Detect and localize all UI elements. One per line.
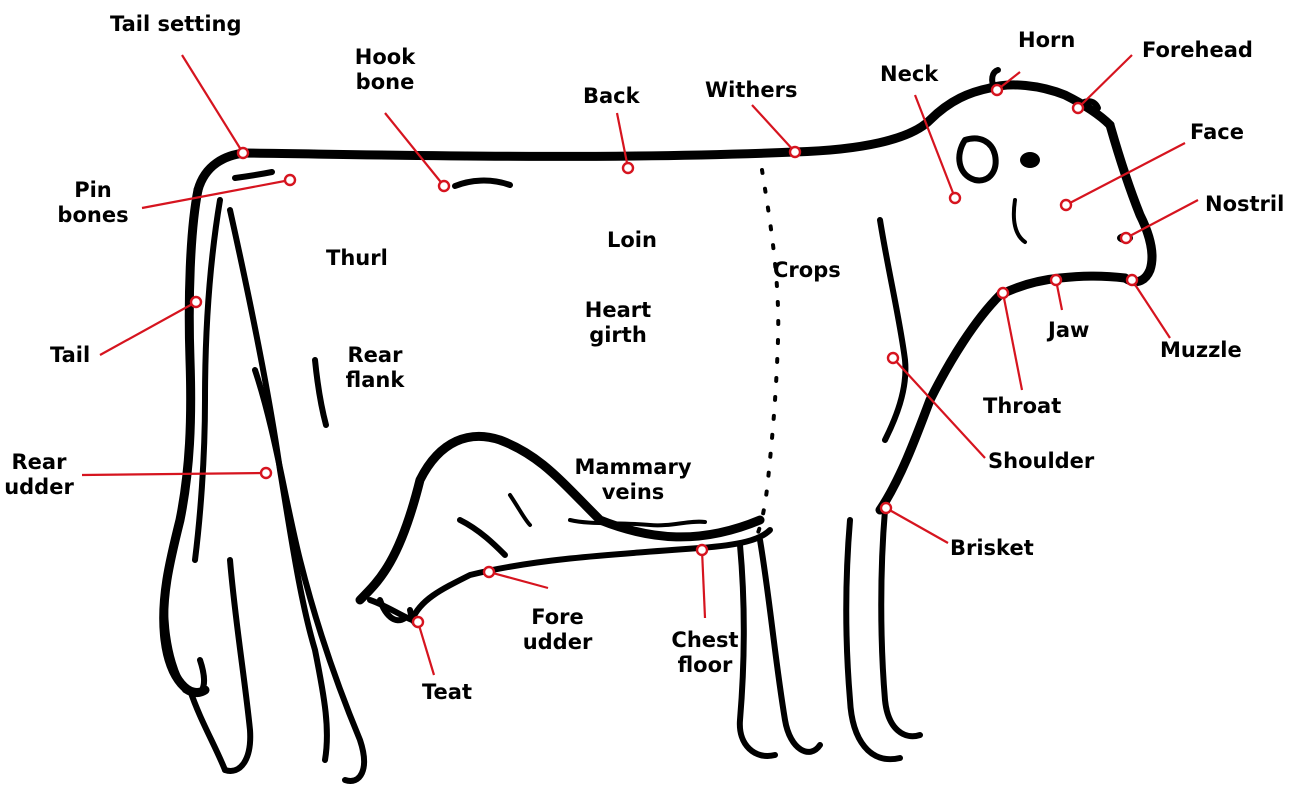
label-face: Face [1190,120,1244,145]
cow-outline [164,70,1152,781]
label-rear-udder-line2: udder [0,475,78,500]
throat-marker [998,288,1008,298]
label-muzzle: Muzzle [1160,338,1242,363]
label-loin: Loin [607,228,657,253]
label-pin-bones-line1: Pin [48,178,138,203]
label-hook-bone-line1: Hook [340,45,430,70]
brisket-marker [881,503,891,513]
jaw-marker [1051,275,1061,285]
label-tail: Tail [50,343,90,368]
label-rear-udder-line1: Rear [0,450,78,475]
label-mammary-veins: Mammary veins [573,455,693,505]
label-rear-udder: Rear udder [0,450,78,500]
label-pin-bones-line2: bones [48,203,138,228]
neck-marker [950,193,960,203]
label-pin-bones: Pin bones [48,178,138,228]
label-rear-flank: Rear flank [330,343,420,393]
label-forehead: Forehead [1142,38,1253,63]
withers-marker [790,147,800,157]
label-chest-floor-line2: floor [660,653,750,678]
label-withers: Withers [705,78,797,103]
label-hook-bone: Hook bone [340,45,430,95]
label-teat: Teat [422,680,472,705]
label-heart-girth-line1: Heart [573,298,663,323]
label-thurl: Thurl [326,246,388,271]
label-back: Back [583,84,640,109]
label-mammary-veins-line2: veins [573,480,693,505]
muzzle-marker [1127,275,1137,285]
label-rear-flank-line2: flank [330,368,420,393]
label-hook-bone-line2: bone [340,70,430,95]
label-shoulder: Shoulder [988,449,1094,474]
label-neck: Neck [880,62,938,87]
forehead-marker [1073,103,1083,113]
rear-udder-marker [261,468,271,478]
horn-marker [992,85,1002,95]
chest-floor-marker [697,545,707,555]
teat-marker [413,617,423,627]
face-marker [1061,200,1071,210]
back-marker [623,163,633,173]
shoulder-marker [888,353,898,363]
label-rear-flank-line1: Rear [330,343,420,368]
leader-lines [82,55,1198,675]
label-fore-udder-line1: Fore [510,605,605,630]
tail-marker [191,297,201,307]
nostril-marker [1121,233,1131,243]
label-tail-setting: Tail setting [110,12,242,37]
fore-udder-marker [484,567,494,577]
label-fore-udder: Fore udder [510,605,605,655]
hook-bone-marker [439,181,449,191]
label-brisket: Brisket [950,536,1034,561]
label-horn: Horn [1018,28,1075,53]
label-heart-girth: Heart girth [573,298,663,348]
label-chest-floor: Chest floor [660,628,750,678]
label-chest-floor-line1: Chest [660,628,750,653]
label-nostril: Nostril [1205,192,1284,217]
label-mammary-veins-line1: Mammary [573,455,693,480]
label-throat: Throat [983,394,1061,419]
tail-setting-marker [238,148,248,158]
pin-bones-marker [285,175,295,185]
label-jaw: Jaw [1048,318,1089,343]
label-fore-udder-line2: udder [510,630,605,655]
label-crops: Crops [773,258,841,283]
label-heart-girth-line2: girth [573,323,663,348]
